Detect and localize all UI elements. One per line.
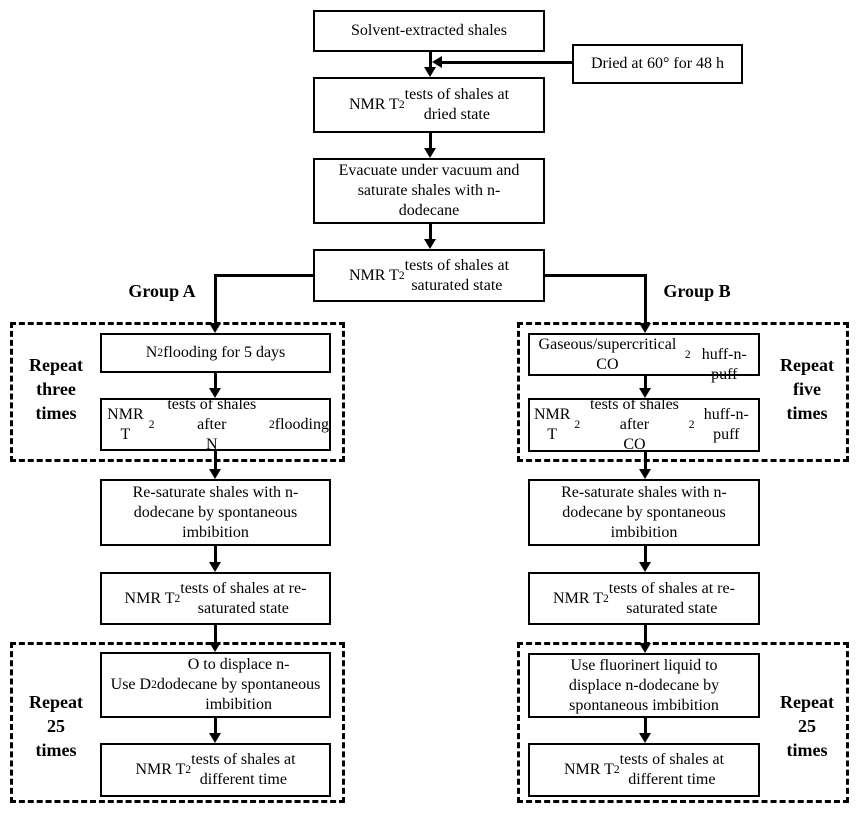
repeat-label-b-bottom: Repeat 25 times <box>780 692 834 760</box>
arrowhead-down <box>639 733 651 743</box>
branch-line-group-a <box>214 274 313 277</box>
branch-drop-group-a <box>214 274 217 324</box>
repeat-box-b-bottom <box>517 642 849 803</box>
connector-a-n2-to-nmr <box>214 373 217 390</box>
arrowhead-down <box>639 323 651 333</box>
arrowhead-down <box>424 239 436 249</box>
repeat-box-b-top <box>517 322 849 462</box>
box-fluorinert-displace: Use fluorinert liquid to displace n-dode… <box>528 653 760 718</box>
box-dried-note: Dried at 60° for 48 h <box>572 44 743 84</box>
arrowhead-down <box>639 469 651 479</box>
repeat-box-a-top <box>10 322 345 462</box>
box-solvent-extracted-shales: Solvent-extracted shales <box>313 10 545 52</box>
arrowhead-down <box>209 642 221 652</box>
connector-a-nmr-to-d2o <box>214 625 217 644</box>
branch-drop-group-b <box>644 274 647 324</box>
box-resaturate-b: Re-saturate shales with n- dodecane by s… <box>528 479 760 546</box>
arrowhead-down <box>424 148 436 158</box>
arrowhead-down <box>639 562 651 572</box>
connector-a-resat-to-nmr <box>214 546 217 563</box>
arrowhead-down <box>209 562 221 572</box>
connector-b-co2-to-nmr <box>644 375 647 390</box>
arrowhead-down <box>209 388 221 398</box>
connector-nmrdried-to-evacuate <box>429 133 432 149</box>
arrowhead-left <box>432 56 442 68</box>
connector-evacuate-to-nmrsat <box>429 224 432 240</box>
connector-solvent-to-nmrdried <box>429 51 432 69</box>
box-evacuate-saturate: Evacuate under vacuum and saturate shale… <box>313 158 545 224</box>
connector-b-nmr-to-fluor <box>644 625 647 644</box>
box-resaturate-a: Re-saturate shales with n- dodecane by s… <box>100 479 331 546</box>
repeat-label-a-bottom: Repeat 25 times <box>29 692 83 760</box>
group-a-label: Group A <box>128 281 196 301</box>
repeat-label-b-top: Repeat five times <box>780 355 834 423</box>
connector-b-resat-to-nmr <box>644 546 647 563</box>
arrowhead-down <box>209 469 221 479</box>
branch-line-group-b <box>545 274 647 277</box>
arrowhead-down <box>639 643 651 653</box>
arrowhead-down <box>209 733 221 743</box>
arrowhead-down <box>424 67 436 77</box>
group-b-label: Group B <box>663 281 731 301</box>
connector-a-d2o-to-nmr <box>214 718 217 735</box>
repeat-label-a-top: Repeat three times <box>29 355 83 423</box>
connector-dried-note <box>439 61 572 64</box>
repeat-box-a-bottom <box>10 642 345 803</box>
arrowhead-down <box>639 388 651 398</box>
connector-b-fluor-to-nmr <box>644 718 647 734</box>
arrowhead-down <box>209 323 221 333</box>
